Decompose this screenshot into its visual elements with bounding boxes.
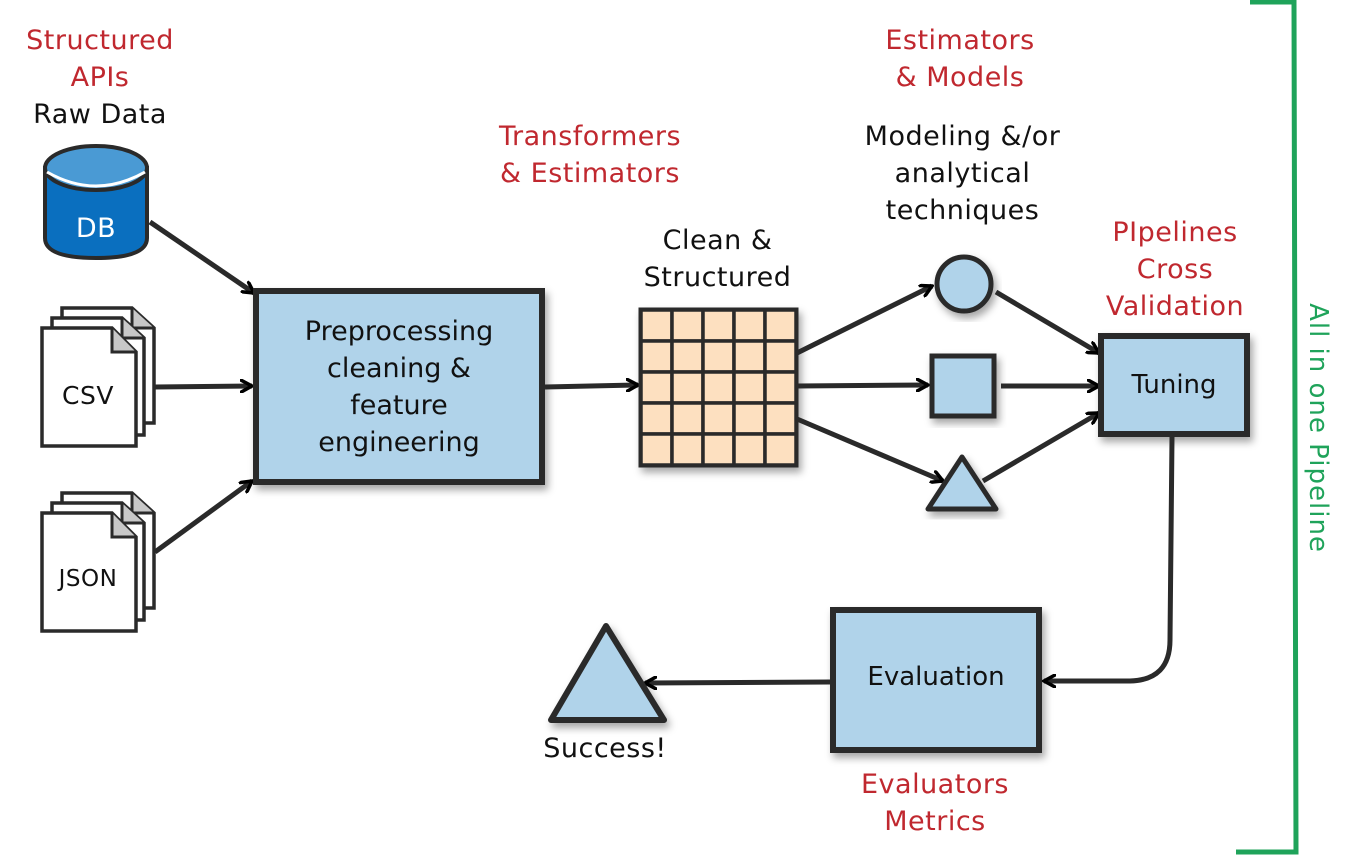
preprocessing-box-text: Preprocessing cleaning & feature enginee…	[256, 291, 542, 482]
evaluation-box-text: Evaluation	[867, 661, 1005, 692]
transformers-line: & Estimators	[500, 158, 680, 189]
grid-cell	[670, 339, 705, 374]
evaluators-line: Evaluators	[860, 769, 1009, 800]
modeling-line: techniques	[885, 195, 1040, 226]
arrow-circle-to-tuning	[994, 289, 1099, 356]
estimators-models-line: & Models	[895, 62, 1025, 93]
arrow-data-to-circle-model	[795, 283, 932, 356]
arrow-tuning-to-evaluation	[1044, 436, 1175, 681]
arrow-db-to-preprocessing	[148, 219, 254, 296]
grid-cell	[701, 432, 736, 467]
clean-structured-label: Clean & Structured	[600, 222, 835, 296]
modeling-line: Modeling &/or	[864, 121, 1061, 152]
arrow-data-to-square-model	[796, 385, 928, 386]
grid-cell	[732, 370, 767, 405]
grid-cell	[701, 339, 736, 374]
arrow-evaluation-to-success	[645, 682, 831, 683]
square-model-icon	[929, 353, 997, 419]
evaluation-box	[830, 607, 1042, 753]
structured-apis-label: Structured APIs	[0, 22, 200, 96]
success-label: Success!	[543, 733, 667, 764]
json-file-stack-icon	[40, 491, 156, 633]
preprocessing-line: engineering	[318, 426, 480, 458]
csv-file-stack-icon	[40, 306, 156, 448]
grid-cell	[701, 401, 736, 436]
evaluators-label: Evaluators Metrics	[820, 766, 1050, 840]
modeling-line: analytical	[894, 158, 1031, 189]
tuning-box-text: Tuning	[1131, 369, 1217, 400]
evaluators-line: Metrics	[884, 806, 986, 837]
json-label: JSON	[58, 566, 118, 592]
grid-cell	[670, 401, 705, 436]
grid-cell	[639, 432, 674, 467]
grid-cell	[763, 339, 798, 374]
structured-data-grid	[638, 307, 799, 468]
success-triangle-icon	[548, 623, 667, 723]
circle-model-icon	[934, 254, 994, 314]
transformers-label: Transformers & Estimators	[450, 118, 730, 192]
grid-cell	[639, 308, 674, 343]
arrow-csv-to-preprocessing	[154, 386, 252, 387]
all-in-one-pipeline-label: All in one Pipeline	[1303, 303, 1333, 553]
structured-apis-line: APIs	[70, 62, 130, 93]
csv-label: CSV	[62, 381, 114, 410]
grid-cell	[732, 308, 767, 343]
preprocessing-line: cleaning &	[326, 352, 471, 384]
grid-cell	[639, 401, 674, 436]
grid-cell	[732, 432, 767, 467]
structured-apis-line: Structured	[26, 25, 174, 56]
pipelines-line: Cross	[1136, 254, 1214, 285]
transformers-line: Transformers	[498, 121, 682, 152]
grid-cell	[701, 308, 736, 343]
all-in-one-pipeline-label-wrap: All in one Pipeline	[1288, 283, 1348, 573]
grid-cell	[763, 401, 798, 436]
preprocessing-line: feature	[350, 389, 448, 421]
arrow-json-to-preprocessing	[153, 481, 252, 555]
arrow-preprocessing-to-data	[544, 385, 638, 387]
grid-cell	[763, 308, 798, 343]
preprocessing-line: Preprocessing	[304, 315, 494, 347]
pipeline-bracket	[1236, 0, 1299, 855]
grid-cell	[732, 339, 767, 374]
grid-cell	[763, 432, 798, 467]
grid-cell	[670, 308, 705, 343]
grid-cell	[732, 401, 767, 436]
grid-cell	[763, 370, 798, 405]
estimators-models-line: Estimators	[885, 25, 1035, 56]
estimators-models-label: Estimators & Models	[840, 22, 1080, 96]
clean-structured-line: Clean &	[662, 225, 773, 256]
grid-cell	[670, 370, 705, 405]
grid-cell	[639, 339, 674, 374]
pipelines-line: Validation	[1105, 291, 1245, 322]
db-label: DB	[75, 213, 117, 244]
preprocessing-box	[253, 288, 545, 485]
arrow-triangle-to-tuning	[981, 410, 1099, 484]
grid-cell	[639, 370, 674, 405]
triangle-model-icon	[925, 454, 999, 512]
raw-data-label: Raw Data	[33, 99, 167, 130]
tuning-box	[1098, 333, 1250, 437]
clean-structured-line: Structured	[643, 262, 792, 293]
grid-cell	[701, 370, 736, 405]
pipelines-line: PIpelines	[1112, 217, 1238, 248]
modeling-label: Modeling &/or analytical techniques	[820, 118, 1105, 229]
pipelines-label: PIpelines Cross Validation	[1085, 214, 1265, 325]
database-icon	[43, 144, 149, 261]
arrow-data-to-triangle-model	[796, 416, 943, 481]
grid-cell	[670, 432, 705, 467]
